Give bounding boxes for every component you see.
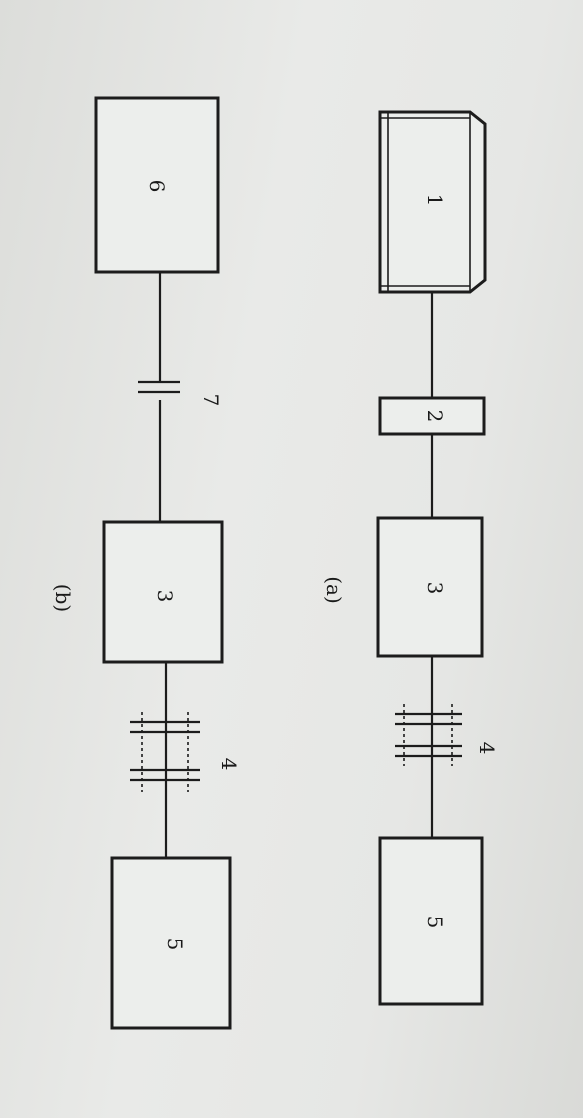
diagram-b: 6 7 3 4 5 (b)	[51, 96, 241, 1030]
component-b-5: 5	[110, 856, 232, 1030]
caption-a: (a)	[322, 576, 346, 604]
component-a-1: 1	[378, 110, 487, 294]
component-a-3: 3	[376, 516, 484, 658]
label-a-3: 3	[423, 582, 447, 595]
label-a-4: 4	[475, 742, 499, 755]
label-b-3: 3	[153, 590, 177, 603]
label-b-6: 6	[145, 180, 169, 193]
label-b-4: 4	[217, 758, 241, 771]
coupling-b-4: 4	[130, 712, 241, 792]
caption-b: (b)	[51, 584, 75, 612]
diagram-a: 1 2 3 4 5 (a)	[322, 110, 499, 1006]
component-a-5: 5	[378, 836, 484, 1006]
label-a-1: 1	[423, 194, 447, 207]
label-b-7: 7	[199, 394, 223, 407]
coupling-a-4: 4	[395, 704, 499, 766]
component-b-6: 6	[94, 96, 220, 274]
component-a-2: 2	[378, 396, 486, 436]
label-b-5: 5	[163, 938, 187, 951]
coupling-b-7: 7	[138, 380, 223, 407]
label-a-2: 2	[423, 410, 447, 423]
label-a-5: 5	[423, 916, 447, 929]
component-b-3: 3	[102, 520, 224, 664]
